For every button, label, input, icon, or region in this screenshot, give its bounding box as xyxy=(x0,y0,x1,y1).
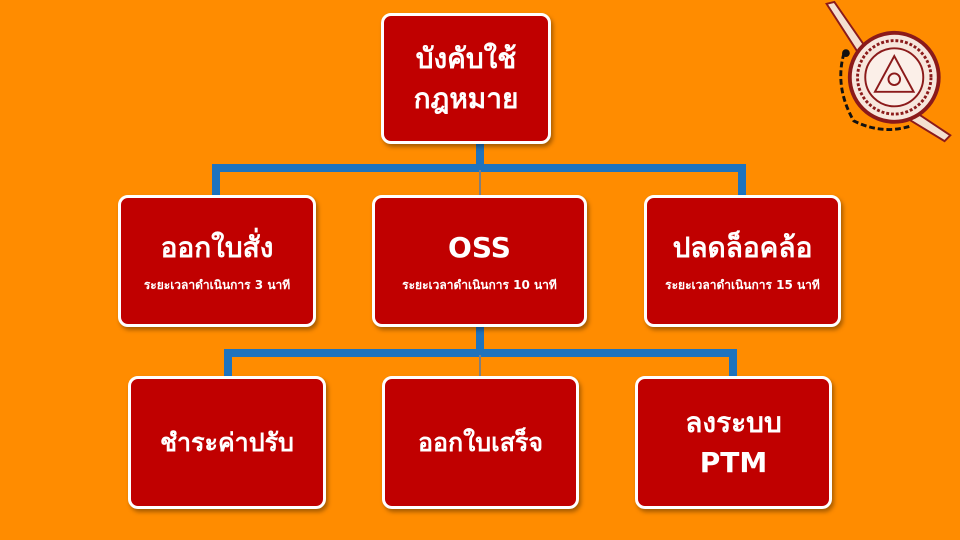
connector-l3-right-down xyxy=(729,349,737,379)
box-title: ออกใบสั่ง xyxy=(160,230,274,264)
connector-l3-center-thin xyxy=(479,355,481,379)
connector-level2-bar xyxy=(212,164,746,172)
box-subtitle: ระยะเวลาดำเนินการ 3 นาที xyxy=(143,277,291,292)
connector-center-thin xyxy=(479,170,481,198)
box-issue-ticket: ออกใบสั่ง ระยะเวลาดำเนินการ 3 นาที xyxy=(118,195,316,327)
box-wheel-unlock: ปลดล็อคล้อ ระยะเวลาดำเนินการ 15 นาที xyxy=(644,195,841,327)
connector-oss-down xyxy=(476,322,484,356)
box-subtitle: ระยะเวลาดำเนินการ 15 นาที xyxy=(665,277,820,292)
box-title-line2: PTM xyxy=(699,445,768,479)
box-title: ปลดล็อคล้อ xyxy=(672,230,813,264)
connector-level3-bar xyxy=(224,349,737,357)
box-oss: OSS ระยะเวลาดำเนินการ 10 นาที xyxy=(372,195,587,327)
box-title: ออกใบเสร็จ xyxy=(417,427,544,457)
police-station-logo xyxy=(825,0,952,143)
connector-left-down xyxy=(212,164,220,198)
box-subtitle: ระยะเวลาดำเนินการ 10 นาที xyxy=(402,277,557,292)
connector-root-down xyxy=(476,140,484,172)
box-title: OSS xyxy=(448,230,511,264)
box-pay-fine: ชำระค่าปรับ xyxy=(128,376,326,509)
connector-right-down xyxy=(738,164,746,198)
box-ptm-entry: ลงระบบ PTM xyxy=(635,376,832,509)
connector-l3-left-down xyxy=(224,349,232,379)
box-issue-receipt: ออกใบเสร็จ xyxy=(382,376,579,509)
box-title-line1: ลงระบบ xyxy=(685,405,782,439)
root-box: บังคับใช้ กฎหมาย xyxy=(381,13,551,144)
root-line1: บังคับใช้ xyxy=(415,41,517,75)
root-line2: กฎหมาย xyxy=(413,81,519,115)
box-title: ชำระค่าปรับ xyxy=(160,427,294,457)
